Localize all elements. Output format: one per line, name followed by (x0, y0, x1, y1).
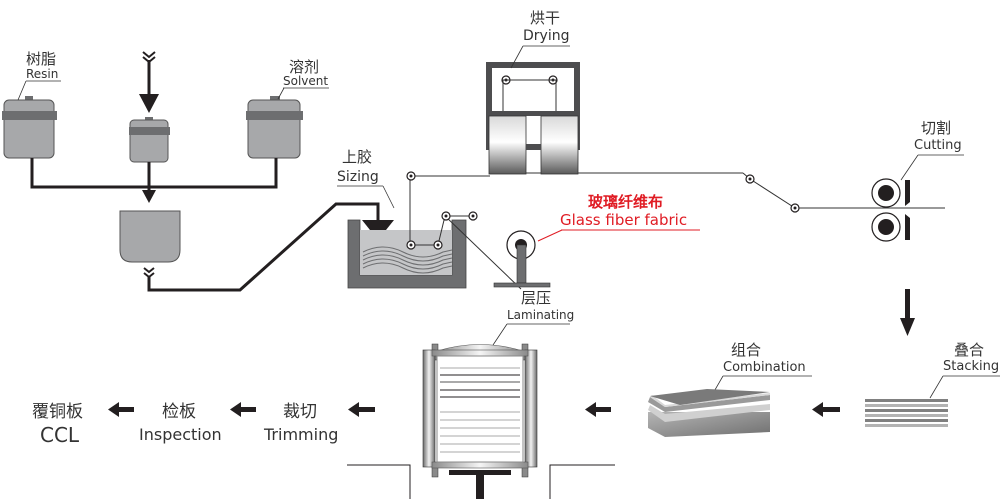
arrow-laminating-to-trimming (348, 402, 375, 417)
drying-label-en: Drying (523, 28, 569, 44)
down-arrow (900, 289, 915, 336)
input-arrow (139, 51, 159, 113)
trimming-label-zh: 裁切 (283, 402, 317, 422)
mixing-pipes (30, 158, 278, 195)
arrow-combination-to-laminating (585, 402, 611, 417)
laminating-label-zh: 层压 (521, 289, 551, 307)
solvent-leader-line (277, 87, 285, 100)
solvent-tank (246, 96, 303, 159)
combined-sheets (648, 389, 770, 437)
drying-label-zh: 烘干 (530, 9, 560, 27)
inspection-label-en: Inspection (139, 425, 222, 444)
arrow-inspection-to-ccl (108, 402, 134, 417)
feed-pipe (147, 202, 380, 292)
sizing-bath (347, 219, 467, 289)
solvent-label-zh: 溶剂 (289, 58, 319, 76)
resin-label-en: Resin (26, 67, 58, 81)
additive-tank (129, 117, 170, 163)
fabric-path (409, 172, 945, 290)
cutting-rollers (871, 178, 910, 242)
sizing-label-zh: 上胶 (342, 148, 372, 166)
mixing-tank (119, 210, 181, 263)
glass-fiber-leader-line (537, 229, 563, 242)
ccl-label-en: CCL (40, 423, 80, 447)
glass-fiber-roll (493, 230, 551, 288)
cutting-label-zh: 切割 (921, 119, 951, 137)
resin-leader-line (17, 80, 27, 101)
glass-fiber-label-zh: 玻璃纤维布 (588, 193, 663, 211)
stacking-label-zh: 叠合 (954, 341, 984, 359)
cutting-label-en: Cutting (914, 138, 962, 153)
glass-fiber-label-en: Glass fiber fabric (560, 211, 687, 229)
press-base (347, 464, 615, 499)
solvent-label-en: Solvent (283, 74, 328, 88)
laminating-press (422, 343, 538, 499)
inspection-label-zh: 检板 (162, 402, 196, 422)
trimming-label-en: Trimming (263, 425, 338, 444)
stacking-label-en: Stacking (943, 359, 999, 374)
laminating-label-en: Laminating (507, 308, 574, 322)
drying-oven (486, 62, 580, 175)
resin-tank (2, 96, 57, 159)
ccl-label-zh: 覆铜板 (32, 402, 83, 422)
combination-label-zh: 组合 (731, 341, 761, 359)
mix-arrow (142, 190, 156, 203)
arrow-stacking-to-combination (812, 402, 840, 417)
sizing-label-en: Sizing (337, 169, 379, 185)
arrow-trimming-to-inspection (230, 402, 256, 417)
combination-label-en: Combination (723, 360, 806, 375)
resin-label-zh: 树脂 (26, 50, 56, 68)
stacked-sheets (865, 399, 948, 427)
